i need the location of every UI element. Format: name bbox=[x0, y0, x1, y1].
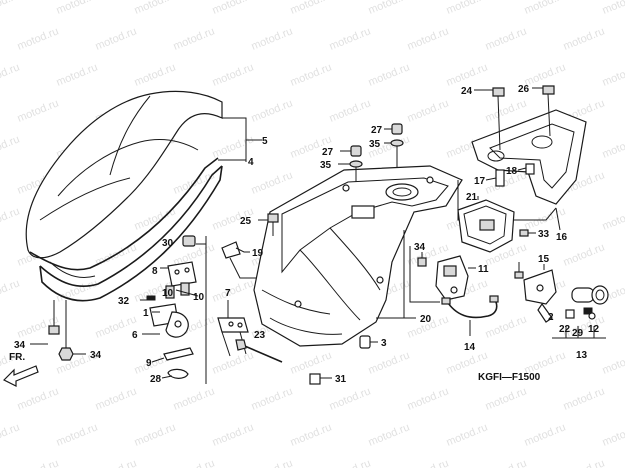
cover-21 bbox=[457, 199, 515, 253]
label-10-a: 10 bbox=[162, 288, 174, 299]
label-34-b: 34 bbox=[90, 350, 102, 361]
label-4: 4 bbox=[248, 157, 254, 168]
label-27-a: 27 bbox=[322, 147, 334, 158]
label-13: 13 bbox=[576, 350, 588, 361]
label-35-b: 35 bbox=[369, 139, 381, 150]
nut-27-right bbox=[384, 123, 403, 135]
label-31: 31 bbox=[335, 374, 347, 385]
label-30: 30 bbox=[162, 238, 174, 249]
label-2: 2 bbox=[548, 312, 554, 323]
label-34-c: 34 bbox=[414, 242, 426, 253]
label-16: 16 bbox=[556, 232, 568, 243]
lock-assembly bbox=[514, 262, 609, 323]
washer-35-left bbox=[338, 160, 363, 182]
bolt-23 bbox=[235, 339, 283, 363]
washer-35-right bbox=[384, 139, 404, 168]
label-28: 28 bbox=[150, 374, 162, 385]
label-21: 21 bbox=[466, 192, 478, 203]
bolt-34-latch bbox=[417, 252, 427, 267]
label-11: 11 bbox=[478, 264, 489, 275]
label-9: 9 bbox=[146, 358, 152, 369]
clip-3 bbox=[359, 335, 378, 349]
cable-14 bbox=[441, 295, 499, 336]
label-17: 17 bbox=[474, 176, 486, 187]
label-27-b: 27 bbox=[371, 125, 383, 136]
bracket-7 bbox=[217, 300, 249, 357]
label-14: 14 bbox=[464, 342, 476, 353]
part-labels: 5 4 34 34 FR. 30 8 10 10 32 1 6 9 28 7 1… bbox=[9, 84, 600, 385]
rear-carrier bbox=[471, 85, 587, 205]
seat-bolt-left bbox=[30, 300, 60, 345]
seat-assembly bbox=[25, 90, 223, 302]
luggage-box bbox=[253, 165, 463, 347]
label-19: 19 bbox=[252, 248, 264, 259]
label-22: 22 bbox=[559, 324, 571, 335]
label-7: 7 bbox=[225, 288, 231, 299]
label-25: 25 bbox=[240, 216, 252, 227]
label-32: 32 bbox=[118, 296, 130, 307]
label-26: 26 bbox=[518, 84, 530, 95]
label-29: 29 bbox=[572, 328, 584, 339]
label-fr: FR. bbox=[9, 352, 25, 363]
label-23: 23 bbox=[254, 330, 266, 341]
label-24: 24 bbox=[461, 86, 473, 97]
bolt-33 bbox=[519, 229, 536, 237]
clip-31 bbox=[309, 373, 332, 385]
label-15: 15 bbox=[538, 254, 550, 265]
seat-bolt-right bbox=[58, 300, 86, 361]
label-35-a: 35 bbox=[320, 160, 332, 171]
label-12: 12 bbox=[588, 324, 600, 335]
label-34-a: 34 bbox=[14, 340, 26, 351]
label-20: 20 bbox=[420, 314, 432, 325]
nut-27-left bbox=[340, 145, 362, 157]
label-5: 5 bbox=[262, 136, 268, 147]
bolt-25 bbox=[258, 213, 279, 236]
label-8: 8 bbox=[152, 266, 158, 277]
seat-latch-11 bbox=[435, 255, 476, 301]
label-1: 1 bbox=[143, 308, 149, 319]
label-10-b: 10 bbox=[193, 292, 205, 303]
diagram-code: KGFI—F1500 bbox=[478, 372, 541, 383]
front-arrow bbox=[2, 365, 39, 387]
label-18: 18 bbox=[506, 166, 518, 177]
label-33: 33 bbox=[538, 229, 550, 240]
hinge-latch-group bbox=[146, 235, 199, 379]
label-3: 3 bbox=[381, 338, 387, 349]
label-6: 6 bbox=[132, 330, 138, 341]
